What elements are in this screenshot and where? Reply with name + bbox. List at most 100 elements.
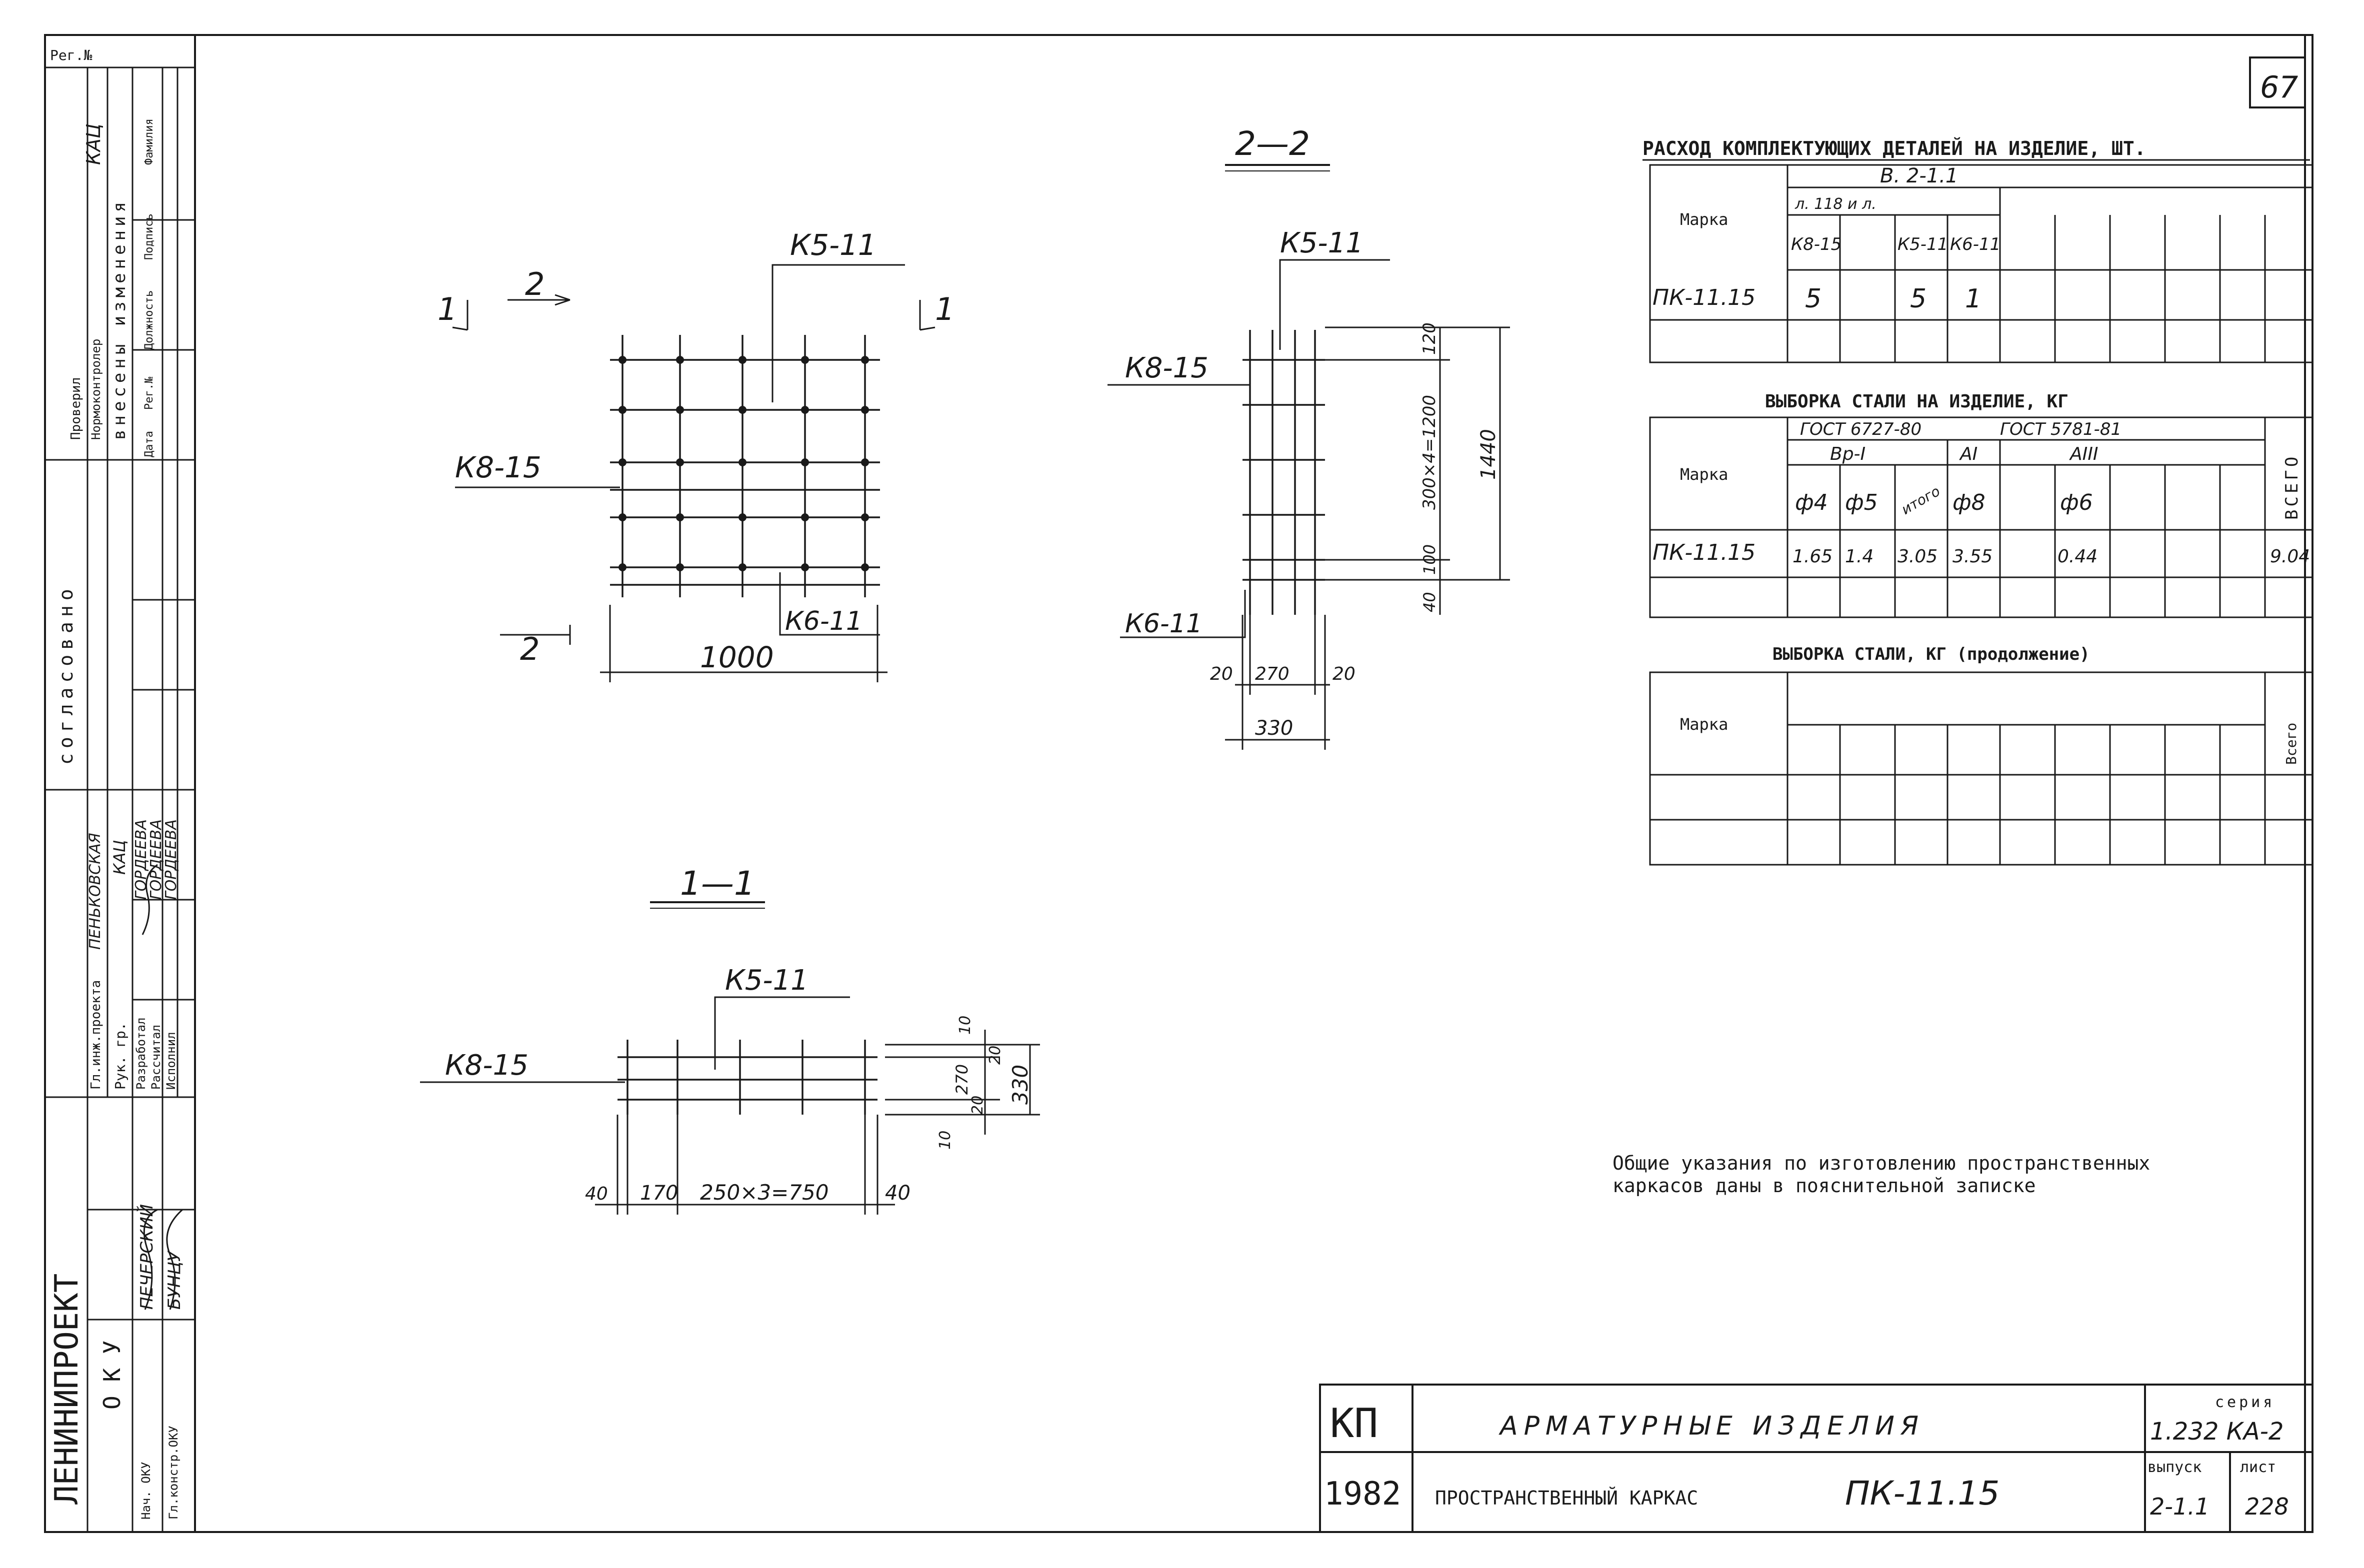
table2-mark-header: Марка [1680, 465, 1728, 484]
cut-2-bottom: 2 [520, 631, 540, 667]
table1-col-4: К6-11 [1950, 234, 2000, 254]
col-surname: Фамилия [143, 118, 156, 165]
table2-row-val-4: 3.55 [1952, 546, 1992, 567]
chief-project-label: Гл.инж.проекта [88, 980, 104, 1090]
table1-title: РАСХОД КОМПЛЕКТУЮЩИХ ДЕТАЛЕЙ НА ИЗДЕЛИЕ,… [1642, 137, 2146, 159]
section11-dim-20b: 20 [986, 1046, 1004, 1065]
head-group-label: Рук. гр. [112, 1022, 128, 1090]
table1-row-val-3: 5 [1910, 284, 1926, 314]
section11-dim-330: 330 [1008, 1065, 1032, 1105]
table2-row-val-6: 0.44 [2058, 546, 2098, 567]
calculated-label: Рассчитал [149, 1025, 163, 1090]
tb-name: АРМАТУРНЫЕ ИЗДЕЛИЯ [1498, 1411, 1924, 1441]
tb-series-label: серия [2215, 1394, 2275, 1411]
section-2-2: 2—2 [1108, 124, 1510, 750]
table2-row-val-3: 3.05 [1898, 546, 1938, 567]
col-sign: Подпись [143, 213, 156, 260]
section11-leaders [420, 996, 1040, 1215]
table2-row-total: 9.04 [2270, 546, 2310, 567]
section11-dim-main: 250×3=750 [700, 1180, 828, 1205]
reg-label: Рег.№ [50, 47, 92, 63]
table1-mark-header: Марка [1680, 210, 1728, 229]
table-components: РАСХОД КОМПЛЕКТУЮЩИХ ДЕТАЛЕЙ НА ИЗДЕЛИЕ,… [1642, 137, 2314, 363]
section22-dim-20a: 20 [1210, 664, 1233, 684]
check-label: Проверил [68, 377, 84, 440]
table2-class1: Вр-I [1830, 444, 1866, 464]
tb-issue-value: 2-1.1 [2150, 1493, 2210, 1520]
section22-dim-main: 300×4=1200 [1420, 395, 1440, 510]
plan-leaders [452, 264, 936, 682]
section11-bars [618, 1040, 878, 1115]
plan-view: К5-11 К8-15 К6-11 1 1 2 2 1000 [438, 228, 954, 682]
section11-dim-20a: 20 [969, 1096, 986, 1115]
section11-label-k8: К8-15 [445, 1049, 528, 1082]
section22-title: 2—2 [1235, 124, 1310, 163]
note-line-2: каркасов даны в пояснительной записке [1612, 1175, 2036, 1197]
plan-bars-horizontal [610, 359, 880, 586]
table2-class3: АIII [2069, 444, 2098, 464]
section11-dim-40b: 40 [885, 1182, 910, 1205]
table2-col-1: ф4 [1795, 490, 1828, 515]
col-position: Должность [143, 290, 156, 350]
tb-subtitle: ПРОСТРАНСТВЕННЫЙ КАРКАС [1435, 1487, 1698, 1509]
note-line-1: Общие указания по изготовлению пространс… [1612, 1152, 2150, 1174]
cut-2-top: 2 [525, 266, 544, 302]
section22-leaders [1108, 259, 1510, 750]
table1-col-1: К8-15 [1791, 234, 1842, 254]
head-group-name: КАЦ [110, 840, 129, 875]
section22-dim-270: 270 [1255, 664, 1290, 684]
section22-label-k5: К5-11 [1280, 227, 1364, 259]
plan-label-k6: К6-11 [785, 606, 862, 636]
table2-gost1: ГОСТ 6727-80 [1800, 419, 1922, 439]
tb-sheet-value: 228 [2245, 1493, 2289, 1520]
section11-dim-10b: 10 [956, 1016, 974, 1035]
tb-series-value: 1.232 КА-2 [2150, 1418, 2284, 1446]
plan-dim-width: 1000 [700, 640, 774, 674]
section11-label-k5: К5-11 [725, 964, 808, 997]
plan-label-k5: К5-11 [790, 228, 876, 262]
org-name: ЛЕНИНИПРОЕКТ [48, 1274, 86, 1505]
table1-row-val-1: 5 [1805, 284, 1822, 314]
table2-col-3: итого [1898, 483, 1943, 518]
col-date: Дата [143, 431, 156, 457]
table2-gost2: ГОСТ 5781-81 [2000, 419, 2122, 439]
tb-year: 1982 [1324, 1476, 1401, 1513]
title-block: КП 1982 АРМАТУРНЫЕ ИЗДЕЛИЯ ПРОСТРАНСТВЕН… [1319, 1384, 2314, 1533]
kac-signature: КАЦ [82, 124, 104, 165]
cut-1-right: 1 [935, 291, 954, 327]
table-steel: ВЫБОРКА СТАЛИ НА ИЗДЕЛИЕ, КГ Марка ГОСТ … [1649, 391, 2314, 618]
table1-row-mark: ПК-11.15 [1652, 285, 1756, 310]
section11-dim-40a: 40 [585, 1184, 608, 1204]
section11-dim-10a: 10 [936, 1131, 954, 1150]
tb-issue-label: выпуск [2148, 1459, 2202, 1476]
oku-label: О К У [98, 1341, 126, 1410]
side-stamp: Рег.№ ЛЕНИНИПРОЕКТ О К У согласовано вне… [45, 47, 195, 1532]
agreed-label: согласовано [55, 584, 77, 765]
signature-scribbles [142, 864, 183, 1310]
tb-sheet-label: лист [2240, 1459, 2276, 1476]
section22-dim-330: 330 [1255, 717, 1293, 740]
chief-project-name: ПЕНЬКОВСКАЯ [86, 833, 104, 950]
table2-row-val-2: 1.4 [1845, 546, 1874, 567]
table2-col-6: ф6 [2060, 490, 2093, 515]
section22-dim-120: 120 [1420, 322, 1440, 355]
section22-dim-20b: 20 [1332, 664, 1356, 684]
sheet-number-box: 67 [2249, 56, 2306, 108]
executed-name: ГОРДЕЕВА [162, 819, 180, 900]
table3-mark-header: Марка [1680, 715, 1728, 734]
tb-kp: КП [1330, 1400, 1378, 1447]
sheet-number: 67 [2260, 70, 2298, 105]
col-reg: Рег.№ [143, 377, 156, 410]
general-note: Общие указания по изготовлению пространс… [1612, 1152, 2150, 1197]
table2-title: ВЫБОРКА СТАЛИ НА ИЗДЕЛИЕ, КГ [1765, 391, 2068, 412]
section22-label-k8: К8-15 [1125, 352, 1208, 384]
table1-col-3: К5-11 [1898, 234, 1948, 254]
developed-name: ГОРДЕЕВА [132, 819, 150, 900]
sheet-frame [44, 34, 2314, 1533]
cut-1-left: 1 [438, 291, 457, 327]
table2-row-mark: ПК-11.15 [1652, 540, 1756, 565]
table1-row-val-4: 1 [1965, 284, 1982, 314]
executed-label: Исполнил [164, 1032, 178, 1090]
gl-constr-label: Гл.констр.ОКУ [166, 1426, 180, 1520]
